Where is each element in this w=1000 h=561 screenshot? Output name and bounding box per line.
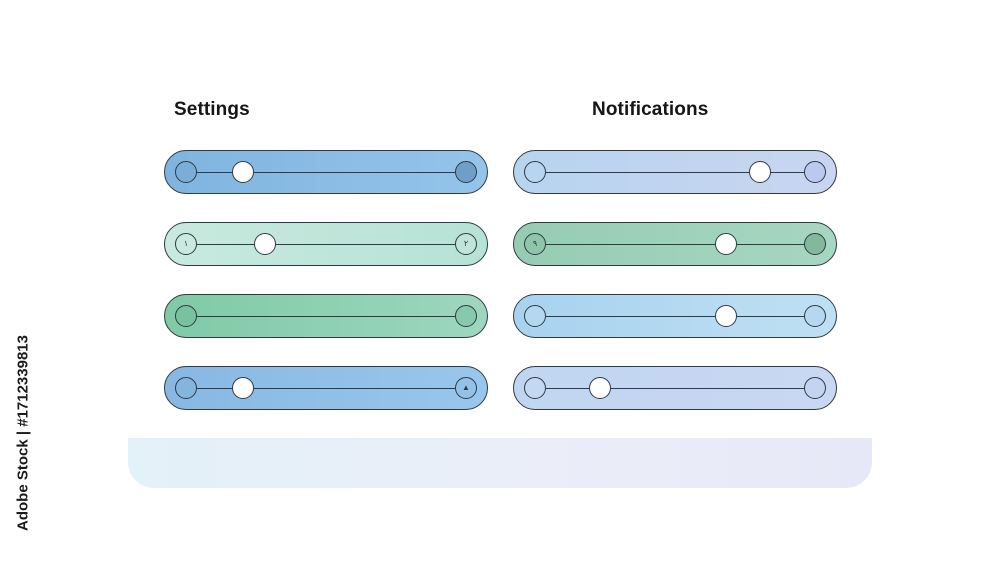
slider-start-dot [175,305,197,327]
slider-end-dot [804,161,826,183]
slider-line [536,316,814,317]
slider-start-dot [175,377,197,399]
settings-title: Settings [174,99,250,120]
notifications-title: Notifications [592,99,709,120]
slider-start-dot [524,305,546,327]
slider-end-dot [804,305,826,327]
slider-line [536,388,814,389]
settings-slider-4[interactable]: ▲ [164,366,488,410]
slider-thumb[interactable] [231,160,254,183]
slider-end-dot [804,233,826,255]
slider-line [187,388,465,389]
notifications-slider-1[interactable] [513,150,837,194]
notifications-slider-2[interactable]: ٩ [513,222,837,266]
slider-end-dot: ▲ [455,377,477,399]
settings-slider-1[interactable] [164,150,488,194]
slider-line [187,172,465,173]
slider-thumb[interactable] [253,232,276,255]
slider-start-dot [175,161,197,183]
slider-start-dot [524,377,546,399]
notifications-slider-3[interactable] [513,294,837,338]
slider-start-dot: ١ [175,233,197,255]
slider-end-dot: ٢ [455,233,477,255]
slider-line [536,172,814,173]
slider-start-dot [524,161,546,183]
slider-thumb[interactable] [588,376,611,399]
slider-end-dot [455,305,477,327]
watermark-text: Adobe Stock | #1712339813 [14,335,32,531]
slider-thumb[interactable] [714,304,737,327]
slider-start-dot: ٩ [524,233,546,255]
slider-thumb[interactable] [231,376,254,399]
slider-thumb[interactable] [714,232,737,255]
slider-line [187,244,465,245]
panel-base [128,438,872,488]
slider-thumb[interactable] [748,160,771,183]
settings-slider-3[interactable] [164,294,488,338]
watermark: Adobe Stock | #1712339813 [14,320,32,546]
notifications-slider-4[interactable] [513,366,837,410]
slider-line [187,316,465,317]
slider-line [536,244,814,245]
slider-end-dot [804,377,826,399]
slider-end-dot [455,161,477,183]
